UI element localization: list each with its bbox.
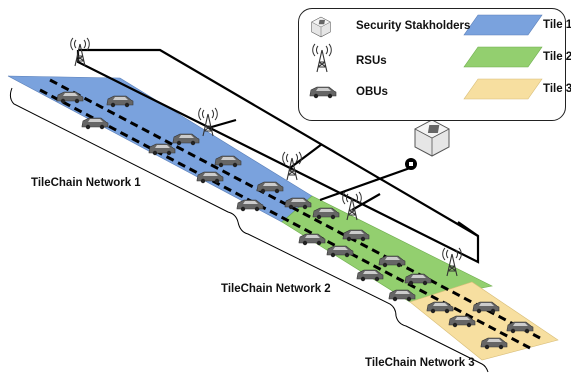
legend-obus: OBUs xyxy=(356,86,388,98)
legend-tile-2: Tile 2 xyxy=(543,51,571,63)
legend-security-stakeholders: Security Stakholders xyxy=(356,20,471,32)
network-3-label: TileChain Network 3 xyxy=(365,357,475,369)
legend-rsus: RSUs xyxy=(356,55,387,67)
network-2-bracket xyxy=(237,221,397,317)
network-1-bracket xyxy=(9,87,239,223)
network-1-label: TileChain Network 1 xyxy=(31,177,141,189)
legend-tile-1: Tile 1 xyxy=(543,19,571,31)
tile-3-road xyxy=(409,281,559,361)
network-3-bracket xyxy=(395,315,489,373)
lane-marking xyxy=(49,78,541,340)
network-2-label: TileChain Network 2 xyxy=(221,283,331,295)
network-cables xyxy=(76,48,480,264)
legend-tile-3: Tile 3 xyxy=(543,83,571,95)
